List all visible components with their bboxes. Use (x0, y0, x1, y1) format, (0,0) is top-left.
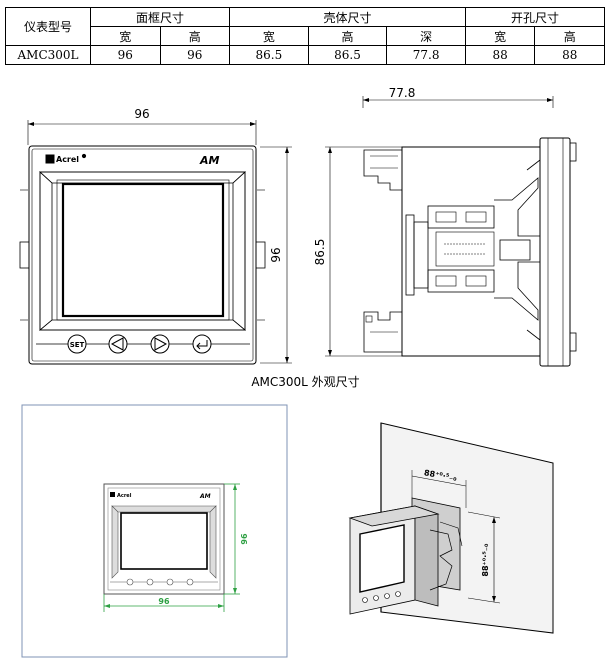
right-arrow-icon (154, 337, 168, 351)
value-cell: 77.8 (386, 45, 466, 65)
set-button-label: SET (70, 341, 85, 349)
bezel-size-header: 面框尺寸 (89, 7, 231, 27)
value-cell: 88 (464, 45, 536, 65)
bottom-terminal (363, 311, 403, 353)
subheader-width: 宽 (90, 26, 161, 46)
cutout-width-line (411, 475, 467, 487)
mini-product-logo: AM (199, 493, 211, 500)
green-width-label: 96 (158, 597, 170, 606)
top-terminal (363, 149, 403, 191)
green-height-label: 96 (240, 533, 249, 545)
subheader-height: 高 (534, 26, 605, 46)
dimension-table: 仪表型号 面框尺寸 壳体尺寸 开孔尺寸 宽 高 宽 高 深 宽 高 AMC300… (5, 7, 606, 65)
value-cell: 96 (90, 45, 161, 65)
subheader-width: 宽 (464, 26, 536, 46)
bezel-side (539, 137, 571, 367)
upper-clip (427, 205, 495, 229)
panel-3d-view (348, 422, 554, 634)
lcd-screen (61, 182, 225, 318)
side-height-label: 86.5 (313, 239, 327, 266)
left-arrow-icon (110, 337, 124, 351)
product-logo: AM (199, 154, 220, 167)
mini-lcd-screen (120, 512, 208, 570)
enter-icon (196, 340, 208, 350)
model-header: 仪表型号 (5, 7, 91, 46)
front-width-label: 96 (134, 107, 149, 121)
housing-body (401, 146, 541, 357)
value-cell: 88 (534, 45, 605, 65)
mini-brand-name: Acrel (117, 493, 132, 499)
front-height-label: 96 (269, 247, 283, 262)
brand-logo-icon (45, 154, 55, 164)
side-view (325, 96, 577, 367)
mounted-front-view (21, 404, 288, 658)
model-cell: AMC300L (5, 45, 91, 65)
value-cell: 96 (159, 45, 231, 65)
left-clip (19, 241, 30, 269)
lower-clip (427, 269, 495, 293)
right-clip (255, 241, 266, 269)
table-row: AMC300L 96 96 86.5 86.5 77.8 88 88 (5, 45, 605, 65)
set-button (67, 334, 87, 354)
front-view (19, 120, 292, 365)
meter-3d-screen (359, 524, 405, 593)
enter-button (192, 334, 212, 354)
value-cell: 86.5 (229, 45, 309, 65)
figure-caption: AMC300L 外观尺寸 (251, 375, 360, 389)
side-depth-label: 77.8 (389, 86, 416, 100)
cutout-height-label: 88⁺⁰·⁵₋₀ (481, 543, 490, 577)
value-cell: 86.5 (307, 45, 388, 65)
panel-border (21, 404, 288, 658)
brand-name: Acrel (56, 155, 79, 164)
